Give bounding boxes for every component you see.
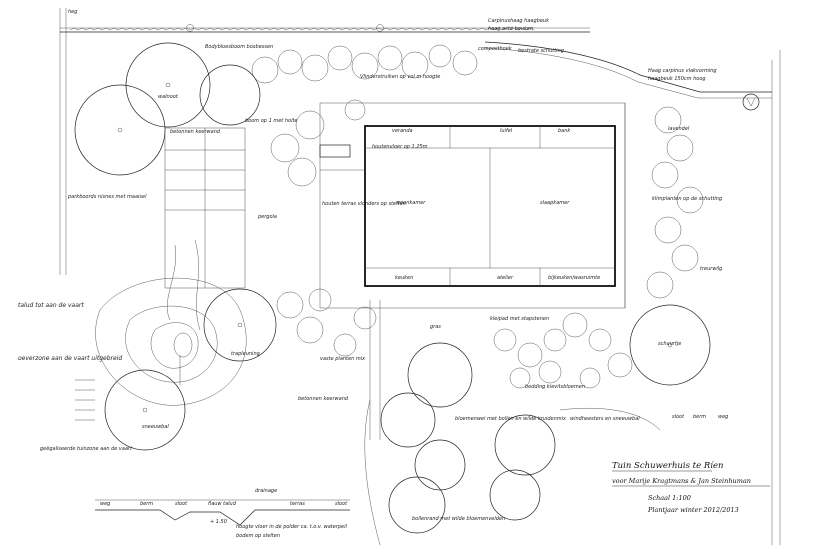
label-section-2: sloot: [175, 501, 188, 507]
title-text: Tuin Schuwerhuis te Ríen: [612, 460, 723, 471]
label-kitchen: keuken: [395, 275, 413, 281]
label-hornbeam: Haag carpinus vlakvorming: [648, 68, 717, 74]
label-section-right-2: weg: [718, 414, 728, 420]
label-shelter: schuurtje: [658, 341, 681, 347]
title-scale: Schaal 1:100: [648, 494, 691, 502]
label-section-4: terras: [290, 501, 305, 507]
label-laundry: bijkeuken/wasruimte: [548, 275, 600, 281]
label-veranda: veranda: [392, 128, 413, 134]
right-hedge: [484, 41, 781, 545]
label-plants-mixed: vaste planten mix: [320, 356, 365, 362]
label-study: atelier: [497, 275, 514, 281]
label-pergola: pergola: [257, 214, 277, 220]
label-section-1: berm: [140, 501, 153, 507]
label-section-3: flauw talud: [208, 501, 237, 507]
label-awning: luifel: [500, 128, 513, 134]
label-wind-shrubs: windheesters en sneeuwbal: [570, 416, 640, 422]
label-lavender: lavendel: [668, 126, 690, 132]
title-date: Plantjaar winter 2012/2013: [647, 506, 739, 514]
title-client: voor Marije Kragtmans & Jan Steinhuman: [612, 477, 751, 485]
label-hedge: Carpinushaag haagbeuk: [488, 18, 550, 24]
label-snowball: sneeuwbal: [142, 424, 169, 430]
top-hedge: [59, 8, 590, 275]
label-boundary: talud tot aan de vaart: [18, 302, 84, 309]
label-section-right-1: berm: [693, 414, 706, 420]
label-wood-plants: Bodybloesboom bosbessen: [205, 44, 273, 50]
label-espalier: trapleuning: [231, 351, 260, 357]
label-bed-mix: bedding kievitsbloemen: [525, 384, 585, 390]
label-weeping: treurwilg: [700, 266, 722, 272]
label-section-note2: bodem op stelten: [236, 533, 280, 539]
left-paving: [164, 127, 246, 289]
label-wall2: betonnen keerwand: [298, 396, 349, 402]
shrub-band-right: [646, 106, 704, 299]
label-compost: composthoek: [478, 46, 513, 52]
label-hornbeam-sub: haagbeuk 150cm hoog: [648, 76, 706, 82]
label-trees-note: Vlinderstruiken op vol m hoogte: [360, 74, 440, 80]
label-walnut: walnoot: [158, 94, 179, 100]
label-boardwalk: houtenvloer op 1.25m: [372, 144, 428, 150]
label-bank: bank: [558, 128, 571, 134]
label-section-0: weg: [100, 501, 110, 507]
label-house-note: houten terras vlonders op stelten: [322, 201, 406, 207]
pond-contours: [95, 239, 247, 406]
bottom-path: [364, 300, 661, 546]
label-living: woonkamer: [396, 200, 426, 206]
label-section-5: sloot: [335, 501, 348, 507]
title-block: Tuin Schuwerhuis te Ríen voor Marije Kra…: [612, 460, 770, 514]
label-flowers-note: bloemenwei met bollen en wilde kruidenmi…: [455, 416, 566, 422]
label-section-note: hoogte vloer in de polder ca. t.o.v. wat…: [236, 524, 348, 530]
label-hedge-sub: haag acht beuken: [488, 26, 533, 32]
shrub-band-bottom: [276, 288, 633, 389]
left-rows: [75, 355, 181, 421]
tree-canopies: [74, 42, 711, 534]
label-bedroom: slaapkamer: [540, 200, 570, 206]
house: [319, 102, 626, 309]
label-concrete-wall: betonnen keerwand: [170, 129, 221, 135]
label-grass: gras: [430, 324, 441, 330]
label-flower-rows: geëgaliseerde tuinzone aan de vaart: [40, 446, 133, 452]
label-bench-path: bestrate schutting: [518, 48, 564, 54]
label-tree-note: boom op 1 met holte: [245, 118, 298, 124]
label-survey: drainage: [255, 488, 277, 494]
label-scale-mark: + 1.50: [210, 519, 227, 525]
label-top-left: heg: [68, 9, 77, 15]
label-waterside: oeverzone aan de vaart uitgebreid: [18, 355, 122, 362]
shrub-band-top: [251, 44, 478, 187]
north-compass-icon: [742, 93, 760, 111]
section-profile: [95, 499, 350, 526]
label-climbers: klimplanten op de schutting: [652, 196, 722, 202]
label-bulbs: bollenrand met wilde bloemenvelden: [412, 516, 505, 522]
label-section-right-0: sloot: [672, 414, 685, 420]
label-clay-path: kleipad met stapstenen: [490, 316, 549, 322]
label-chairs-border: parkboords nisnes met maaisel: [67, 194, 147, 200]
